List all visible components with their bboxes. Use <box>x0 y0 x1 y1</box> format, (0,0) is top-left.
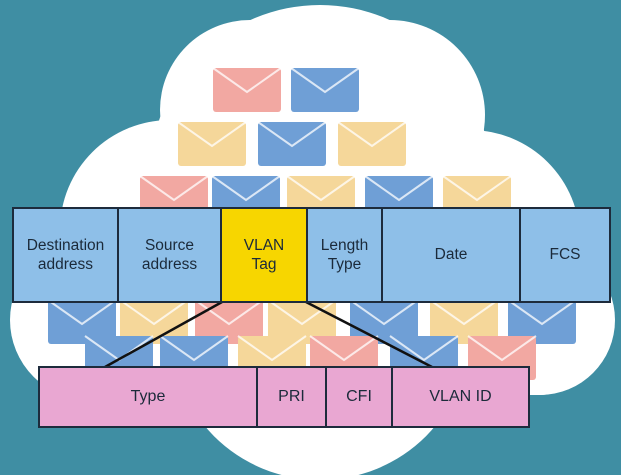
frame-field-source-address: Source address <box>117 207 222 303</box>
envelope-icon <box>212 67 282 112</box>
envelope-icon <box>194 299 264 344</box>
expansion-lines <box>104 300 433 369</box>
envelope-icon <box>429 299 499 344</box>
field-label: CFI <box>346 388 372 405</box>
expansion-line-left <box>104 300 223 369</box>
envelope-icon <box>119 299 189 344</box>
frame-field-date: Date <box>381 207 521 303</box>
field-label: FCS <box>549 246 581 264</box>
field-label: Destination address <box>26 236 105 273</box>
tag-field-vlan-id: VLAN ID <box>391 366 530 428</box>
envelope-icon <box>177 121 247 166</box>
frame-field-destination-address: Destination address <box>12 207 119 303</box>
field-label: PRI <box>278 388 305 405</box>
tag-field-pri: PRI <box>256 366 327 428</box>
field-label: VLAN Tag <box>243 236 285 273</box>
tag-field-cfi: CFI <box>325 366 393 428</box>
expansion-line-right <box>305 300 433 369</box>
field-label: Length Type <box>320 236 369 273</box>
envelope-icon <box>267 299 337 344</box>
field-label: Date <box>434 246 468 264</box>
tag-field-type: Type <box>38 366 258 428</box>
field-label: Source address <box>141 236 198 273</box>
envelope-icon <box>337 121 407 166</box>
field-label: VLAN ID <box>429 388 492 405</box>
frame-field-fcs: FCS <box>519 207 611 303</box>
field-label: Type <box>130 388 166 405</box>
envelope-icon <box>47 299 117 344</box>
frame-field-length-type: Length Type <box>306 207 383 303</box>
envelope-icon <box>507 299 577 344</box>
frame-field-vlan-tag: VLAN Tag <box>220 207 308 303</box>
envelope-icon <box>257 121 327 166</box>
envelope-icon <box>290 67 360 112</box>
